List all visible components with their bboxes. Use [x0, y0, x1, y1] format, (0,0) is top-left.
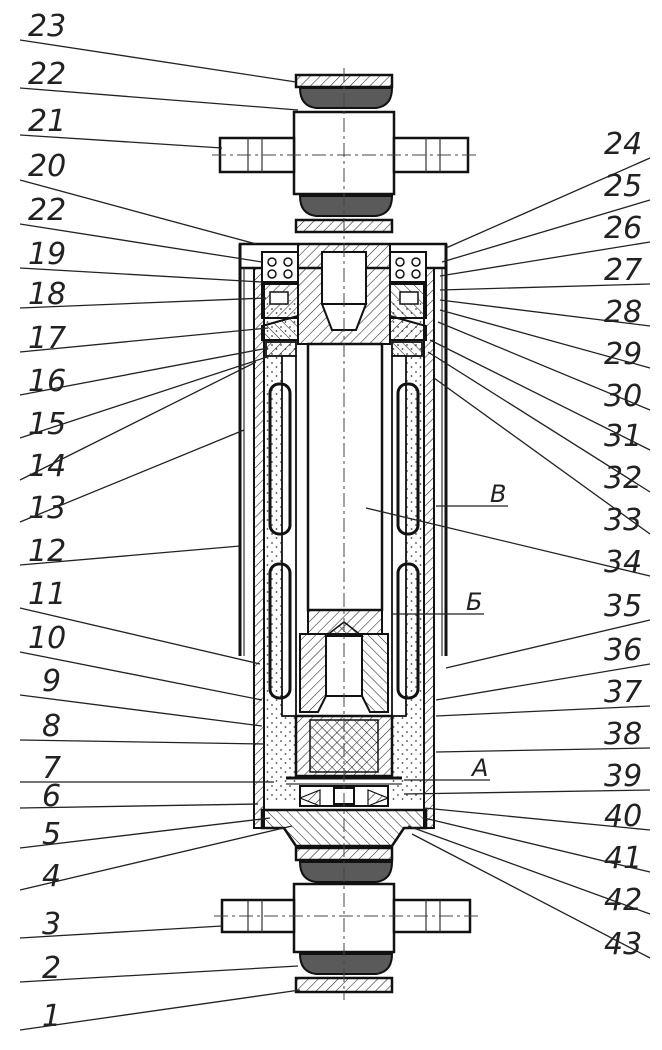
part-label-25: 25	[604, 169, 642, 204]
part-label-14: 14	[28, 449, 66, 484]
bottom-eye	[220, 846, 472, 994]
top-eye	[218, 73, 470, 234]
part-label-39: 39	[604, 759, 642, 794]
part-label-38: 38	[604, 717, 642, 752]
leader-lines-left	[19, 39, 301, 1031]
part-label-9: 9	[42, 664, 61, 699]
part-label-18: 18	[28, 277, 66, 312]
part-label-40: 40	[604, 799, 642, 834]
left-labels: 23 22 21 20 22 19 18 17 16 15 14 13 12 1…	[28, 9, 66, 1034]
part-label-33: 33	[604, 503, 642, 538]
part-label-7: 7	[42, 751, 61, 786]
part-label-32: 32	[604, 461, 642, 496]
part-label-4: 4	[42, 859, 61, 894]
part-label-22: 22	[28, 57, 66, 92]
part-label-30: 30	[604, 379, 642, 414]
part-label-20: 20	[28, 149, 66, 184]
part-label-12: 12	[28, 534, 66, 569]
part-label-5: 5	[42, 817, 61, 852]
part-label-37: 37	[604, 675, 642, 710]
part-label-6: 6	[42, 779, 61, 814]
part-label-11: 11	[28, 577, 66, 612]
part-label-15: 15	[28, 407, 66, 442]
part-label-17: 17	[28, 321, 66, 356]
right-labels: 24 25 26 27 28 29 30 31 32 33 34 35 36 3…	[604, 127, 642, 962]
part-label-21: 21	[28, 104, 66, 139]
part-label-26: 26	[604, 211, 642, 246]
part-label-13: 13	[28, 491, 66, 526]
part-label-29: 29	[604, 337, 642, 372]
section-label-v: В	[490, 480, 506, 508]
lower-piston	[286, 714, 402, 807]
part-label-23: 23	[28, 9, 66, 44]
section-label-b: Б	[466, 588, 482, 616]
part-label-1: 1	[42, 999, 61, 1034]
part-label-16: 16	[28, 364, 66, 399]
section-labels: В Б А	[466, 480, 506, 782]
part-label-31: 31	[604, 419, 642, 454]
part-label-28: 28	[604, 295, 642, 330]
seal-block	[261, 251, 427, 357]
part-label-43: 43	[604, 927, 642, 962]
part-label-10: 10	[28, 621, 66, 656]
part-label-34: 34	[604, 545, 642, 580]
part-label-27: 27	[604, 253, 642, 288]
part-label-36: 36	[604, 633, 642, 668]
section-label-a: А	[470, 754, 488, 782]
part-label-8: 8	[42, 709, 61, 744]
leader-lines-right	[365, 157, 651, 959]
part-label-24: 24	[604, 127, 642, 162]
part-label-19: 19	[28, 237, 66, 272]
part-label-35: 35	[604, 589, 642, 624]
part-label-3: 3	[42, 907, 61, 942]
part-label-22b: 22	[28, 193, 66, 228]
part-label-2: 2	[42, 951, 61, 986]
part-label-41: 41	[604, 841, 642, 876]
part-label-42: 42	[604, 883, 642, 918]
